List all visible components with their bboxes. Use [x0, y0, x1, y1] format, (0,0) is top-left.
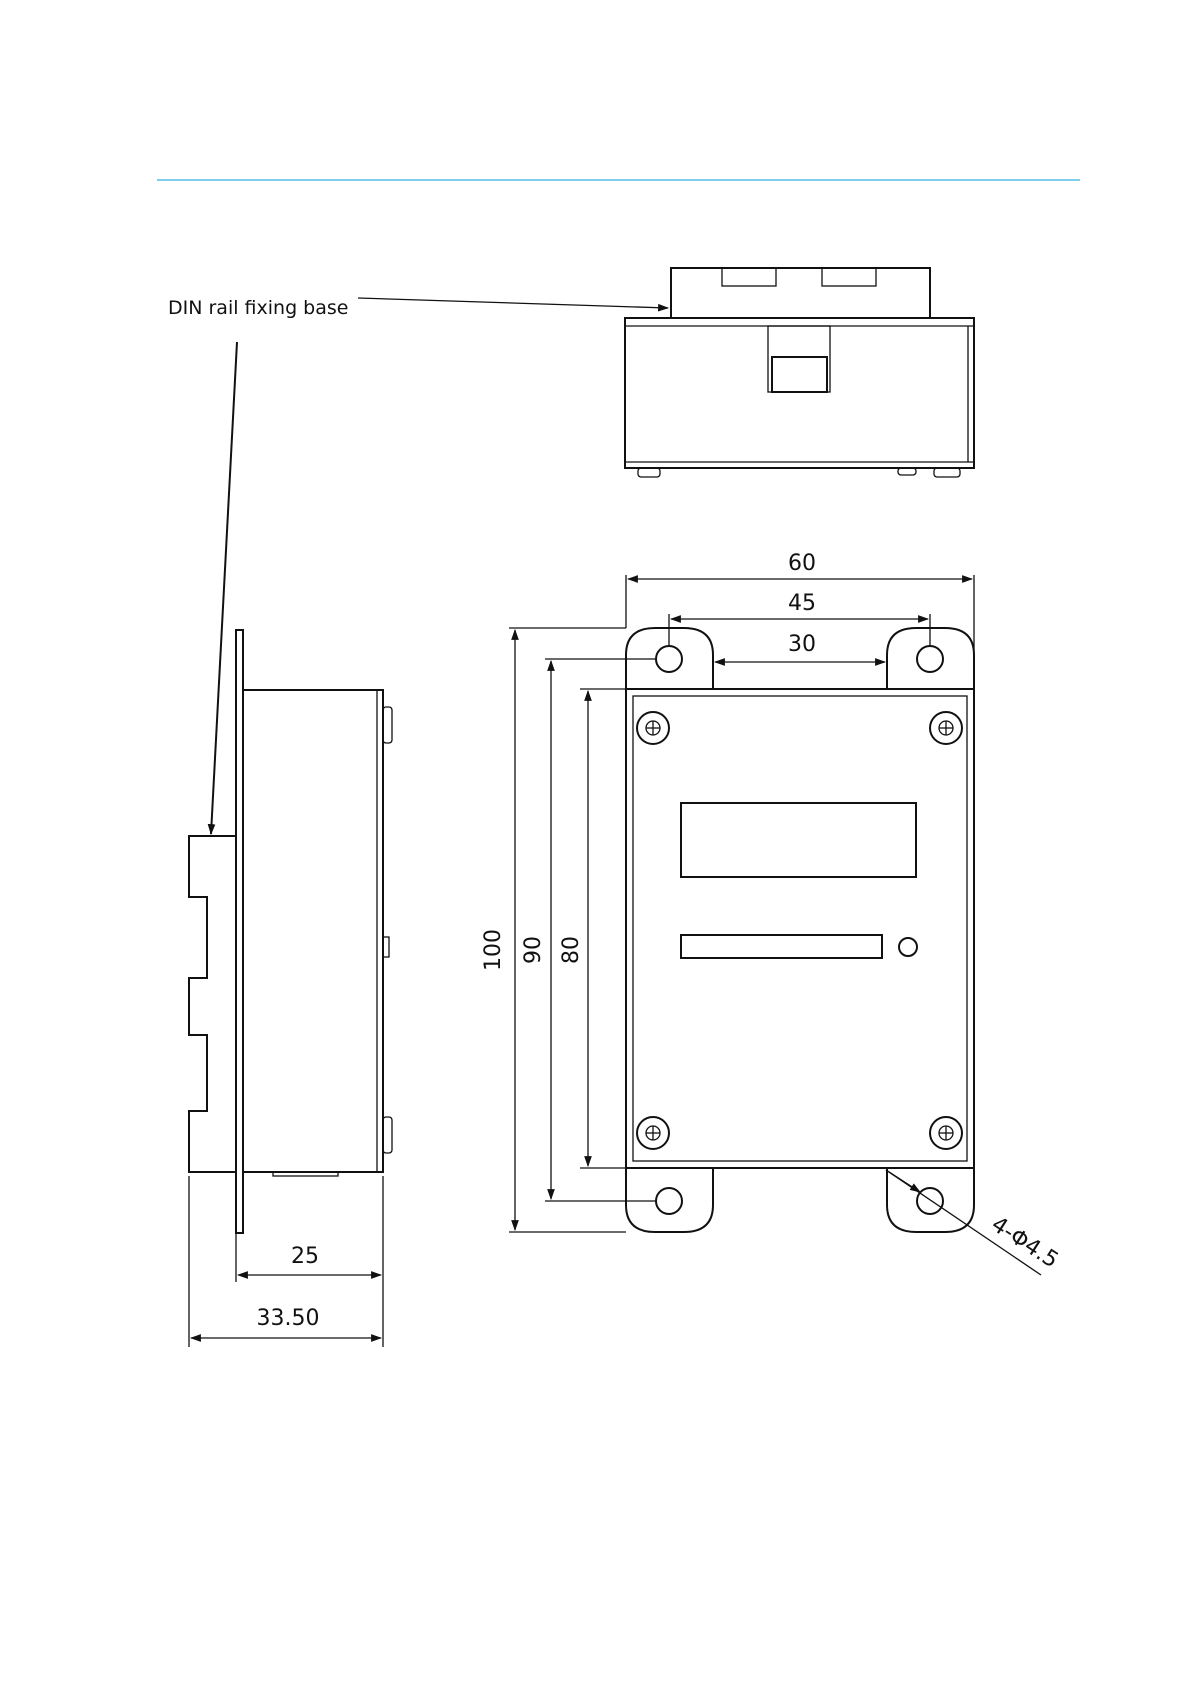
dim-label-33-50: 33.50: [257, 1306, 320, 1331]
foot-left: [638, 468, 660, 477]
enclosure-side: [243, 690, 383, 1172]
mounting-plate: [236, 630, 243, 1233]
dim-label-90: 90: [521, 936, 546, 964]
din-base-profile: [189, 836, 236, 1172]
ear-bottom-left: [626, 1168, 713, 1232]
dim-label-25: 25: [291, 1244, 319, 1269]
led-bump: [898, 468, 916, 475]
screw-head-bottom: [383, 1117, 392, 1153]
callout-leader-top: [358, 298, 668, 308]
callout-label: DIN rail fixing base: [168, 297, 348, 319]
screw-head-top: [383, 707, 392, 743]
enclosure-front: [626, 689, 974, 1168]
side-view: 25 33.50: [189, 630, 392, 1347]
dim-label-30: 30: [788, 632, 816, 657]
dim-label-100: 100: [481, 929, 506, 971]
connector-side: [273, 1172, 338, 1176]
dim-label-45: 45: [788, 591, 816, 616]
foot-right: [934, 468, 960, 477]
top-view: [625, 268, 974, 477]
din-base-top: [671, 268, 930, 320]
dim-label-60: 60: [788, 551, 816, 576]
callout-leader-side: [211, 342, 237, 834]
front-view: 60 45 30 100 90 80 4-Φ4.5: [481, 551, 1063, 1275]
dim-label-80: 80: [559, 936, 584, 964]
